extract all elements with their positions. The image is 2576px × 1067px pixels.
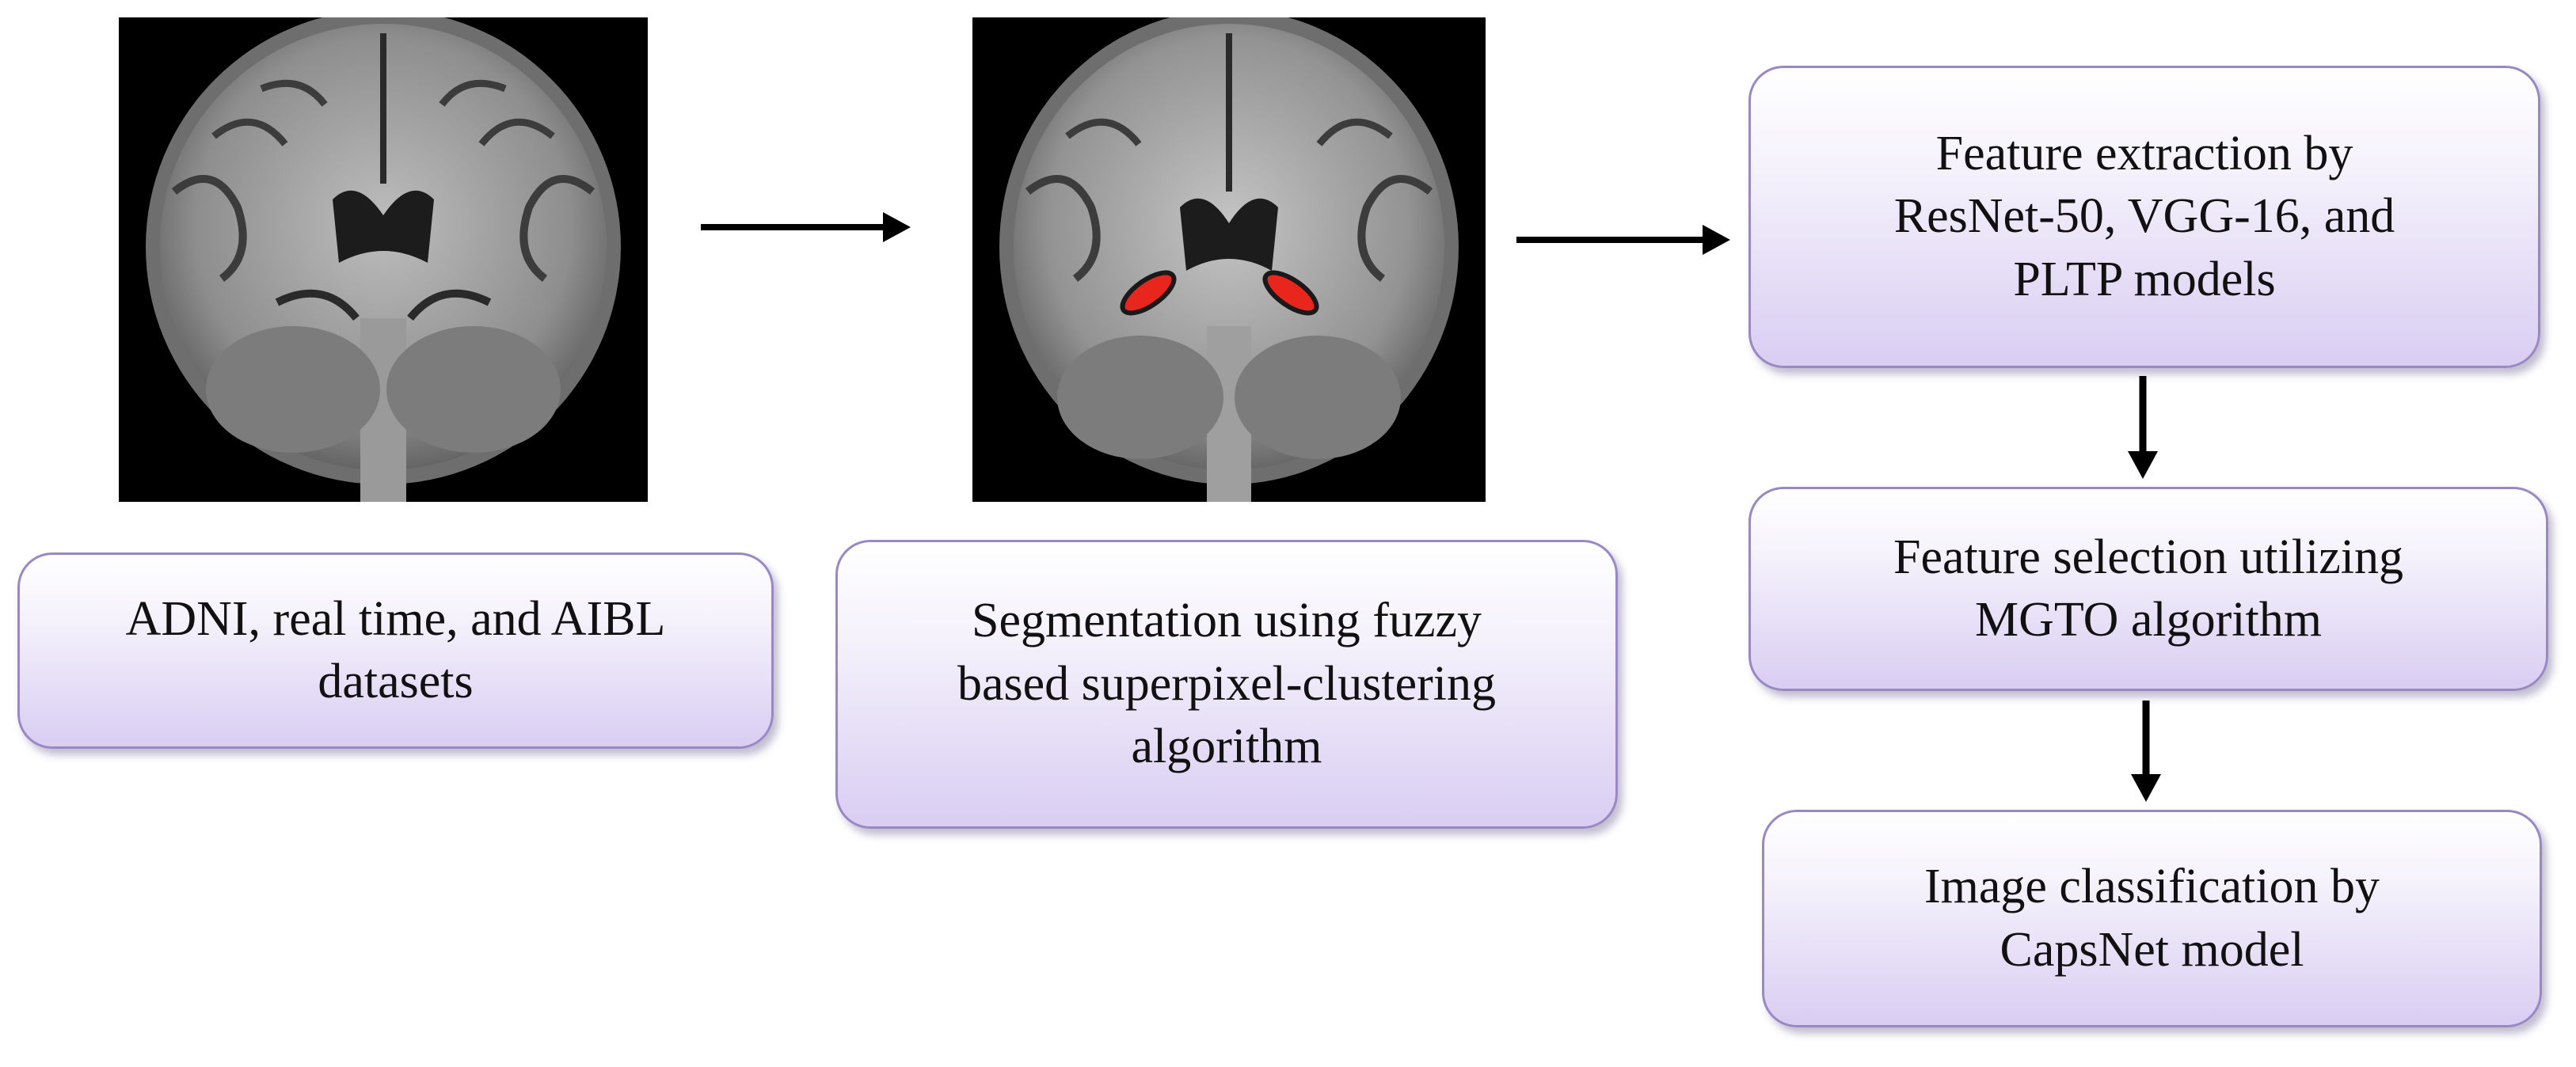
arrow-segmentation-to-extraction: [1516, 225, 1730, 255]
mri-segmented-image: [972, 17, 1486, 502]
feature-selection-label: Feature selection utilizing MGTO algorit…: [1893, 530, 2403, 647]
arrow-extraction-to-selection: [2128, 376, 2158, 479]
feature-selection-box: Feature selection utilizing MGTO algorit…: [1748, 487, 2548, 691]
segmentation-label: Segmentation using fuzzy based superpixe…: [957, 594, 1497, 774]
left-segment-highlight: [1120, 270, 1177, 316]
segmentation-box: Segmentation using fuzzy based superpixe…: [835, 540, 1618, 829]
classification-label: Image classification by CapsNet model: [1923, 860, 2380, 977]
datasets-box: ADNI, real time, and AIBL datasets: [17, 552, 774, 749]
arrow-selection-to-classification: [2131, 701, 2161, 802]
datasets-label: ADNI, real time, and AIBL datasets: [125, 591, 666, 708]
arrow-datasets-to-segmentation: [701, 212, 911, 242]
mri-original-image: [119, 17, 648, 502]
right-segment-highlight: [1262, 270, 1319, 316]
feature-extraction-label: Feature extraction by ResNet-50, VGG-16,…: [1893, 126, 2395, 306]
classification-box: Image classification by CapsNet model: [1762, 810, 2542, 1027]
feature-extraction-box: Feature extraction by ResNet-50, VGG-16,…: [1748, 66, 2540, 368]
